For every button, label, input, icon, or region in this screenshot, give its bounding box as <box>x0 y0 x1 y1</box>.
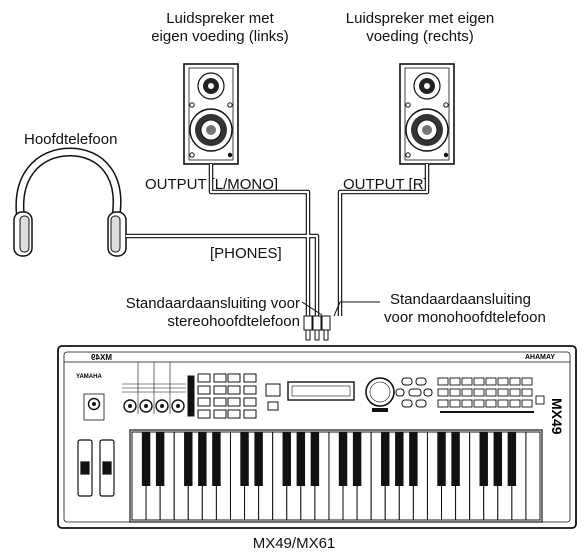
pitch-mod-wheels <box>77 439 115 497</box>
black-key <box>409 432 418 486</box>
black-key <box>338 432 348 486</box>
black-key <box>437 432 446 486</box>
right-speaker-caption: Luidspreker met eigen voeding (rechts) <box>330 10 510 46</box>
plugs <box>303 315 331 341</box>
lcd-display <box>287 381 355 401</box>
white-keys <box>131 431 541 521</box>
left-speaker-caption-line1: Luidspreker met <box>166 10 274 27</box>
white-key <box>525 431 541 521</box>
keyboard: MX49 YAMAHA YAMAHA MX49 <box>57 345 577 529</box>
cables <box>126 164 430 316</box>
button-group-left <box>187 373 281 419</box>
black-key <box>479 432 488 486</box>
black-key <box>155 432 165 486</box>
mono-plug-caption-line2: voor monohoofdtelefoon <box>384 309 546 326</box>
cursor-buttons <box>395 377 433 408</box>
model-caption: MX49/MX61 <box>252 535 336 552</box>
headphones-caption: Hoofdtelefoon <box>24 131 118 148</box>
left-speaker-caption: Luidspreker met eigen voeding (links) <box>130 10 310 46</box>
black-key <box>296 432 306 486</box>
black-key <box>198 432 207 486</box>
stereo-plug-caption-line2: stereohoofdtelefoon <box>167 313 300 330</box>
black-key <box>254 432 263 486</box>
left-speaker <box>183 63 239 165</box>
phones-label: [PHONES] <box>210 245 282 262</box>
control-knobs <box>122 362 186 414</box>
plug-right <box>321 315 331 341</box>
right-speaker-caption-line1: Luidspreker met eigen <box>345 10 495 27</box>
mirrored-brand-text: YAMAHA <box>525 354 555 361</box>
black-key <box>451 432 460 486</box>
plug-left <box>303 315 313 341</box>
category-buttons <box>437 377 545 408</box>
black-keys <box>141 432 517 486</box>
left-speaker-caption-line2: eigen voeding (links) <box>151 28 289 45</box>
black-key <box>395 432 404 486</box>
mirrored-model-text: MX49 <box>91 353 112 362</box>
black-key <box>240 432 249 486</box>
mono-plug-caption-line1: Standaardaansluiting <box>390 291 531 308</box>
stereo-leader-line <box>301 301 323 316</box>
right-speaker <box>399 63 455 165</box>
black-key <box>381 432 390 486</box>
black-key <box>282 432 291 486</box>
right-speaker-caption-line2: voeding (rechts) <box>366 28 474 45</box>
stereo-plug-caption: Standaardaansluiting voor stereohoofdtel… <box>28 295 300 331</box>
data-dial <box>365 377 395 412</box>
plug-phones <box>312 315 322 341</box>
mono-plug-caption: Standaardaansluiting voor monohoofdtelef… <box>384 291 546 327</box>
black-key <box>352 432 362 486</box>
black-key <box>310 432 320 486</box>
black-key <box>493 432 503 486</box>
master-volume-knob <box>83 393 105 421</box>
black-key <box>212 432 221 486</box>
vertical-logo: MX49 <box>549 398 565 435</box>
black-key <box>141 432 151 486</box>
headphones <box>13 147 127 257</box>
stereo-plug-caption-line1: Standaardaansluiting voor <box>125 295 300 312</box>
output-right-label: OUTPUT [R] <box>343 176 428 193</box>
black-key <box>184 432 193 486</box>
black-key <box>507 432 517 486</box>
brand-top-left: YAMAHA <box>76 374 102 380</box>
